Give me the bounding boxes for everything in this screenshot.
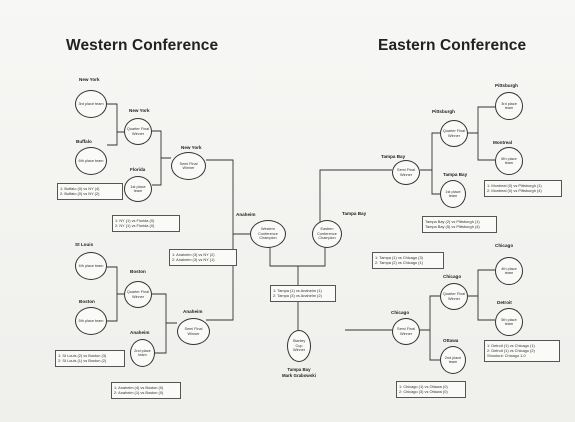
result-line: 2: Montreal (0) vs Pittsburgh (4): [487, 187, 542, 193]
team-label-pittsburgh: Pittsburgh: [495, 83, 518, 88]
team-label-new-york-qf: New York: [129, 108, 150, 113]
result-line: 1: Anaheim (3) vs NY (2): [172, 251, 215, 257]
seed-5th-node: 5th place team: [495, 308, 523, 336]
result-line: Shootout: Chicago 1-0: [487, 353, 526, 359]
result-line: Tampa Bay (2) vs Pittsburgh (1): [425, 218, 480, 224]
seed-2nd-node: 2nd place team: [130, 339, 155, 367]
result-line: Tampa Bay (5) vs Pittsburgh (4): [425, 223, 480, 229]
team-label-anaheim-wc: Anaheim: [236, 212, 256, 217]
bracket-line: [152, 130, 171, 186]
semi-final-node: Semi Final Winner: [171, 152, 206, 180]
semi-final-node: Semi Final Winner: [392, 318, 420, 345]
team-label-new-york: New York: [79, 77, 100, 82]
result-final: 1: Tampa (1) vs Anaheim (1) 2: Tampa (3)…: [270, 285, 336, 302]
team-label-ottawa: Ottawa: [443, 338, 459, 343]
western-conference-champion-node: Western Conference Champion: [250, 220, 286, 248]
bracket-line: [152, 293, 177, 354]
result-line: 2: St Louis (1) vs Boston (2): [58, 357, 107, 363]
western-conference-title: Western Conference: [66, 37, 219, 54]
result-line: 1: Tampa (1) vs Anaheim (1): [273, 287, 322, 293]
result-line: 2: Buffalo (0) vs NY (2): [60, 190, 100, 196]
result-line: 1: St Louis (2) vs Boston (3): [58, 352, 107, 358]
bracket-line: [319, 169, 392, 331]
result-anaheim-boston: 1: Anaheim (4) vs Boston (0) 2: Anaheim …: [111, 382, 181, 399]
result-chicago-ottawa: 1: Chicago (1) vs Ottawa (0) 2: Chicago …: [396, 381, 466, 398]
bracket-line: [420, 132, 440, 195]
seed-1st-node: 1st place team: [440, 180, 466, 208]
result-line: 2: Tampa (2) vs Chicago (1): [375, 259, 423, 265]
seed-3rd-node: 3rd place team: [75, 90, 107, 118]
team-label-florida: Florida: [130, 167, 146, 172]
quarter-final-node: Quarter Final Winner: [440, 120, 468, 147]
team-label-anaheim-sf: Anaheim: [183, 309, 203, 314]
result-line: 2: Anaheim (3) vs NY (1): [172, 256, 215, 262]
team-label-tampa-bay-sf: Tampa Bay: [381, 154, 406, 159]
result-tampa-chicago: 1: Tampa (1) vs Chicago (3) 2: Tampa (2)…: [372, 252, 444, 269]
team-label-detroit: Detroit: [497, 300, 512, 305]
seed-4th-node: 4th place team: [75, 252, 107, 280]
result-anaheim-ny: 1: Anaheim (3) vs NY (2) 2: Anaheim (3) …: [169, 249, 237, 266]
credit-team: Tampa Bay: [287, 367, 311, 372]
result-ny-florida: 1: NY (1) vs Florida (0) 2: NY (1) vs Fl…: [112, 215, 180, 232]
seed-1st-node: 1st place team: [124, 176, 152, 202]
seed-6th-node: 6th place team: [75, 147, 107, 175]
team-label-chicago: Chicago: [495, 243, 514, 248]
result-line: 1: Chicago (1) vs Ottawa (0): [399, 383, 448, 389]
bracket-line: [420, 295, 440, 361]
bracket-line: [107, 103, 124, 146]
result-line: 1: NY (1) vs Florida (0): [115, 217, 155, 223]
team-label-st-louis: St Louis: [75, 242, 94, 247]
quarter-final-node: Quarter Final Winner: [440, 283, 468, 310]
seed-3rd-node: 3rd place team: [495, 92, 523, 120]
result-stlouis-boston: 1: St Louis (2) vs Boston (3) 2: St Loui…: [55, 350, 125, 367]
quarter-final-node: Quarter Final Winner: [124, 281, 152, 308]
eastern-conference-title: Eastern Conference: [378, 37, 527, 54]
seed-6th-node: 6th place team: [495, 147, 523, 175]
result-line: 2: Detroit (1) vs Chicago (2): [487, 347, 535, 353]
semi-final-node: Semi Final Winner: [392, 160, 420, 185]
result-tampabay-pittsburgh: Tampa Bay (2) vs Pittsburgh (1) Tampa Ba…: [422, 216, 497, 233]
team-label-boston-seed: Boston: [79, 299, 95, 304]
result-line: 2: NY (1) vs Florida (0): [115, 222, 155, 228]
result-line: 2: Tampa (3) vs Anaheim (2): [273, 292, 322, 298]
result-line: 1: Detroit (1) vs Chicago (1): [487, 342, 535, 348]
seed-4th-node: 4th place team: [495, 257, 523, 285]
bracket-line: [107, 266, 124, 322]
bracket-line: [468, 269, 495, 321]
result-line: 1: Tampa (1) vs Chicago (3): [375, 254, 423, 260]
team-label-tampa-bay-seed: Tampa Bay: [443, 172, 468, 177]
team-label-boston-qf: Boston: [130, 269, 146, 274]
bracket-line: [468, 106, 495, 161]
team-label-new-york-sf: New York: [181, 145, 202, 150]
team-label-anaheim-seed: Anaheim: [130, 330, 150, 335]
team-label-montreal: Montreal: [493, 140, 513, 145]
result-buffalo-ny: 1: Buffalo (0) vs NY (4) 2: Buffalo (0) …: [57, 183, 123, 200]
team-label-chicago-qf: Chicago: [443, 274, 462, 279]
eastern-conference-champion-node: Eastern Conference Champion: [312, 220, 342, 248]
result-line: 1: Montreal (0) vs Pittsburgh (1): [487, 182, 542, 188]
result-line: 2: Chicago (3) vs Ottawa (0): [399, 388, 448, 394]
seed-2nd-node: 2nd place team: [440, 346, 466, 374]
bracket-line: [206, 159, 250, 321]
quarter-final-node: Quarter Final Winner: [124, 118, 152, 145]
result-line: 1: Buffalo (0) vs NY (4): [60, 185, 100, 191]
team-label-chicago-sf: Chicago: [391, 310, 410, 315]
result-line: 1: Anaheim (4) vs Boston (0): [114, 384, 164, 390]
result-detroit-chicago: 1: Detroit (1) vs Chicago (1) 2: Detroit…: [484, 340, 560, 362]
team-label-pittsburgh-qf: Pittsburgh: [432, 109, 455, 114]
result-montreal-pittsburgh: 1: Montreal (0) vs Pittsburgh (1) 2: Mon…: [484, 180, 562, 197]
seed-5th-node: 5th place team: [75, 307, 107, 335]
credit: Tampa Bay Mark Grabowski: [282, 367, 316, 378]
team-label-tampa-bay-ec: Tampa Bay: [342, 211, 367, 216]
credit-name: Mark Grabowski: [282, 372, 316, 378]
semi-final-node: Semi Final Winner: [177, 318, 210, 345]
stanley-cup-winner-node: Stanley Cup Winner: [287, 330, 311, 362]
team-label-buffalo: Buffalo: [76, 139, 92, 144]
result-line: 2: Anaheim (1) vs Boston (0): [114, 389, 164, 395]
